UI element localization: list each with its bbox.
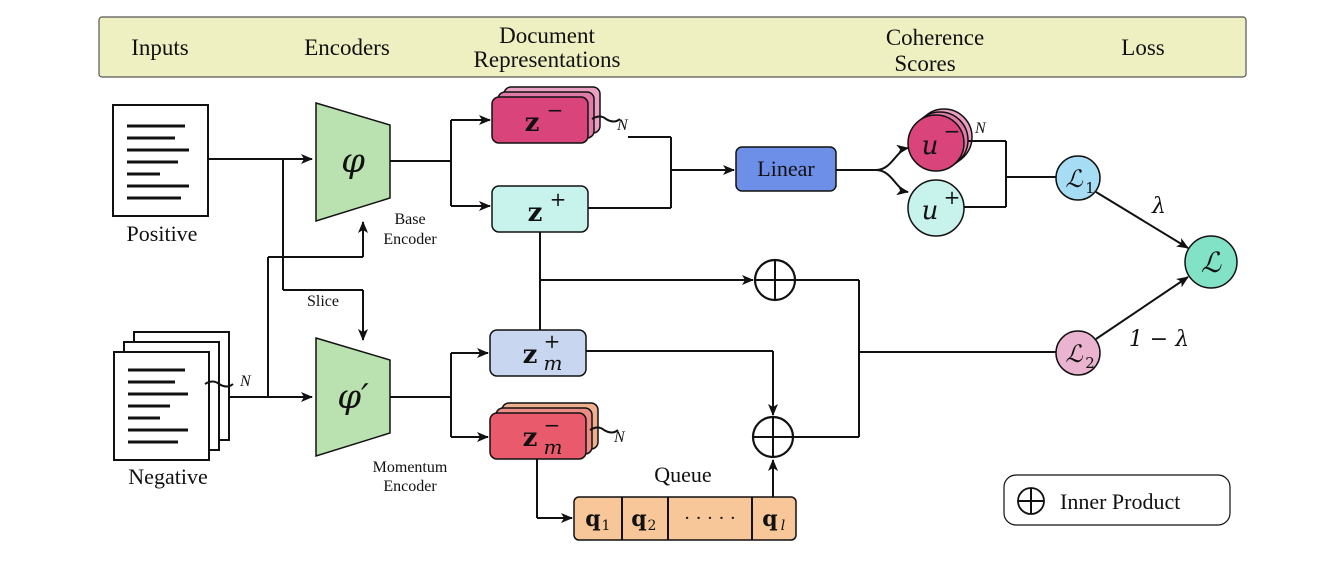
linear-to-scores-connectors: [836, 144, 909, 196]
base-phi: φ: [341, 141, 365, 181]
zm-negative-sub: m: [544, 435, 563, 459]
z-positive-box: z +: [491, 185, 589, 233]
momentum-encoder-label-1: Momentum: [373, 459, 448, 476]
zm-negative-label: z: [523, 423, 538, 453]
negative-label: Negative: [128, 464, 207, 489]
zm-positive-box: z + m: [489, 329, 587, 377]
z-negative-n: N: [616, 117, 629, 134]
input-connectors: [209, 154, 368, 402]
inner-product-top-icon: [753, 258, 797, 302]
u-negative-n: N: [974, 120, 987, 137]
zm-positive-label: z: [523, 340, 538, 370]
zm-negative-sup: −: [544, 413, 561, 437]
inner-product-legend-icon: [1017, 487, 1045, 515]
loss-total-label: ℒ: [1201, 246, 1222, 279]
lambda-label: λ: [1151, 194, 1166, 219]
momentum-encoder-label-2: Encoder: [383, 478, 437, 495]
queue-ql-sub: l: [781, 518, 785, 534]
loss-l1-label: ℒ: [1065, 165, 1083, 193]
negative-documents-icon: [113, 331, 234, 461]
slice-label: Slice: [307, 293, 339, 310]
encoder-output-connectors: [390, 115, 491, 442]
z-positive-sup: +: [550, 187, 567, 211]
queue-q1: q: [585, 506, 600, 532]
zm-negative-stack: z − m: [489, 402, 619, 460]
loss-combine-connectors: [1095, 191, 1189, 340]
positive-label: Positive: [127, 221, 198, 246]
u-negative-sup: −: [944, 119, 961, 143]
loss-l2-sub: 2: [1085, 354, 1095, 372]
u-positive-sup: +: [944, 185, 961, 209]
header-scores: Scores: [894, 51, 955, 76]
z-negative-sup: −: [547, 98, 564, 122]
queue-title: Queue: [654, 462, 711, 487]
header-encoders: Encoders: [304, 35, 390, 60]
contrastive-connectors: [536, 232, 1056, 523]
momentum-encoder: φ′: [315, 336, 391, 458]
u-negative-stack: u −: [907, 108, 973, 172]
base-encoder-label-2: Encoder: [383, 231, 437, 248]
inner-product-bottom-icon: [751, 415, 795, 459]
u-positive-label: u: [922, 196, 939, 226]
linear-label: Linear: [757, 156, 815, 181]
loss-l2-label: ℒ: [1065, 340, 1083, 368]
header-coherence: Coherence: [886, 25, 984, 50]
queue-dots: · · · · ·: [684, 508, 736, 529]
positive-document-icon: [112, 104, 209, 217]
loss-l2-circle: ℒ 2: [1055, 330, 1101, 376]
u-positive-circle: u +: [907, 179, 965, 237]
header-representations: Representations: [474, 47, 621, 72]
loss-total-circle: ℒ: [1184, 235, 1238, 289]
header-bar: Inputs Encoders Document Representations…: [98, 16, 1247, 78]
header-inputs: Inputs: [131, 35, 189, 60]
queue-ql: q: [762, 506, 777, 532]
z-to-linear-connectors: [588, 136, 735, 209]
negative-n-label: N: [239, 373, 252, 390]
one-minus-lambda-label: 1 − λ: [1129, 327, 1189, 352]
loss-l1-sub: 1: [1085, 179, 1095, 197]
queue-q2-sub: 2: [648, 518, 657, 534]
scores-to-l1-connectors: [964, 140, 1056, 208]
header-document: Document: [499, 23, 595, 48]
linear-box: Linear: [735, 146, 837, 192]
z-negative-label: z: [525, 108, 540, 138]
queue-box: q 1 q 2 · · · · · q l: [573, 496, 797, 541]
zm-positive-sub: m: [544, 351, 563, 375]
header-loss: Loss: [1121, 35, 1165, 60]
base-encoder-label-1: Base: [394, 211, 425, 228]
queue-q1-sub: 1: [602, 518, 611, 534]
u-negative-label: u: [922, 131, 939, 161]
momentum-phi: φ′: [337, 377, 369, 417]
loss-l1-circle: ℒ 1: [1055, 155, 1101, 201]
legend-label: Inner Product: [1060, 489, 1180, 514]
legend: Inner Product: [1003, 474, 1231, 526]
z-negative-stack: z −: [491, 86, 621, 144]
zm-positive-sup: +: [544, 329, 561, 353]
z-positive-label: z: [528, 198, 543, 228]
queue-q2: q: [631, 506, 646, 532]
base-encoder: φ: [315, 101, 391, 223]
zm-negative-n: N: [613, 429, 626, 446]
